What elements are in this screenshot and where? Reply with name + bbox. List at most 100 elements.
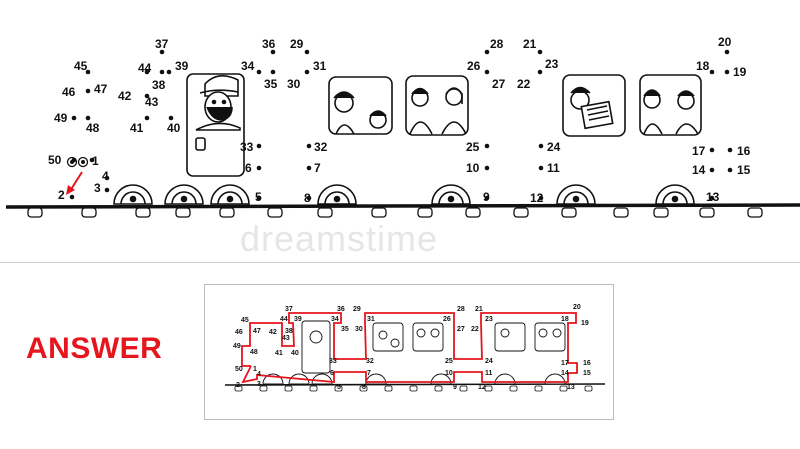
puzzle-number: 6 — [245, 161, 252, 175]
puzzle-number: 23 — [545, 57, 559, 71]
svg-text:11: 11 — [485, 370, 493, 377]
puzzle-number: 42 — [118, 89, 132, 103]
start-marker — [66, 156, 89, 195]
svg-text:47: 47 — [253, 328, 261, 335]
svg-text:42: 42 — [269, 329, 277, 336]
svg-text:35: 35 — [341, 326, 349, 333]
rail-sleepers — [27, 207, 763, 218]
puzzle-number: 2 — [58, 188, 65, 202]
svg-text:25: 25 — [445, 358, 453, 365]
puzzle-number: 19 — [733, 65, 747, 79]
svg-text:49: 49 — [233, 343, 241, 350]
puzzle-dot — [159, 49, 165, 55]
puzzle-number: 49 — [54, 111, 68, 125]
answer-train-outline — [241, 312, 578, 384]
puzzle-number: 30 — [287, 77, 301, 91]
puzzle-number: 34 — [241, 59, 255, 73]
puzzle-dot — [537, 69, 543, 75]
puzzle-number: 36 — [262, 37, 276, 51]
puzzle-number: 48 — [86, 121, 100, 135]
dot-to-dot-puzzle: 4546474948374439384243414036293431353028… — [5, 35, 800, 218]
puzzle-number: 7 — [314, 161, 321, 175]
puzzle-number: 18 — [696, 59, 710, 73]
svg-text:4: 4 — [257, 371, 261, 378]
puzzle-number: 27 — [492, 77, 506, 91]
puzzle-number: 15 — [737, 163, 751, 177]
svg-text:46: 46 — [235, 329, 243, 336]
svg-text:50: 50 — [235, 366, 243, 373]
svg-text:39: 39 — [294, 316, 302, 323]
puzzle-dot — [144, 69, 150, 75]
puzzle-number: 20 — [718, 35, 732, 49]
puzzle-number: 13 — [706, 190, 720, 204]
puzzle-number: 35 — [264, 77, 278, 91]
puzzle-dot — [306, 143, 312, 149]
puzzle-dot — [724, 49, 730, 55]
puzzle-dot — [270, 49, 276, 55]
svg-text:10: 10 — [445, 370, 453, 377]
svg-text:22: 22 — [471, 326, 479, 333]
svg-text:48: 48 — [250, 349, 258, 356]
svg-text:30: 30 — [355, 326, 363, 333]
puzzle-dot — [256, 143, 262, 149]
start-arrow-icon — [69, 171, 83, 192]
puzzle-dot — [306, 195, 312, 201]
puzzle-number: 24 — [547, 140, 561, 154]
puzzle-dot — [537, 49, 543, 55]
puzzle-number: 38 — [152, 78, 166, 92]
svg-text:38: 38 — [285, 328, 293, 335]
svg-text:36: 36 — [337, 306, 345, 313]
puzzle-number: 25 — [466, 140, 480, 154]
puzzle-dot — [727, 147, 733, 153]
svg-text:19: 19 — [581, 320, 589, 327]
puzzle-dot — [168, 115, 174, 121]
svg-text:23: 23 — [485, 316, 493, 323]
section-divider — [0, 262, 800, 263]
puzzle-number: 43 — [145, 95, 159, 109]
puzzle-number: 40 — [167, 121, 181, 135]
puzzle-number: 8 — [304, 191, 311, 205]
puzzle-number: 41 — [130, 121, 144, 135]
puzzle-number: 29 — [290, 37, 304, 51]
puzzle-dot — [85, 88, 91, 94]
svg-text:13: 13 — [567, 384, 575, 391]
svg-text:40: 40 — [291, 350, 299, 357]
svg-text:45: 45 — [241, 317, 249, 324]
svg-text:1: 1 — [253, 366, 257, 373]
puzzle-number: 37 — [155, 37, 169, 51]
puzzle-number: 39 — [175, 59, 189, 73]
svg-text:21: 21 — [475, 306, 483, 313]
puzzle-dot — [484, 143, 490, 149]
svg-text:12: 12 — [478, 384, 486, 391]
puzzle-dot — [166, 69, 172, 75]
svg-text:26: 26 — [443, 316, 451, 323]
puzzle-number: 28 — [490, 37, 504, 51]
locomotive-cab-window — [186, 73, 245, 177]
svg-text:5: 5 — [337, 384, 341, 391]
puzzle-dot — [256, 165, 262, 171]
puzzle-dot — [304, 49, 310, 55]
svg-text:32: 32 — [366, 358, 374, 365]
svg-text:6: 6 — [330, 370, 334, 377]
answer-heading: ANSWER — [26, 332, 163, 365]
puzzle-dot — [484, 69, 490, 75]
svg-text:16: 16 — [583, 360, 591, 367]
svg-text:27: 27 — [457, 326, 465, 333]
watermark-text: dreamstime — [240, 218, 439, 259]
svg-text:2: 2 — [236, 382, 240, 389]
puzzle-dot — [727, 167, 733, 173]
carriage-window-2 — [405, 75, 469, 136]
svg-text:3: 3 — [257, 381, 261, 388]
puzzle-dot — [484, 49, 490, 55]
puzzle-dot — [538, 195, 544, 201]
puzzle-number: 4 — [102, 169, 109, 183]
puzzle-number: 21 — [523, 37, 537, 51]
rail-line — [5, 203, 800, 209]
svg-text:33: 33 — [329, 358, 337, 365]
puzzle-number: 3 — [94, 181, 101, 195]
svg-text:28: 28 — [457, 306, 465, 313]
puzzle-dot — [270, 69, 276, 75]
